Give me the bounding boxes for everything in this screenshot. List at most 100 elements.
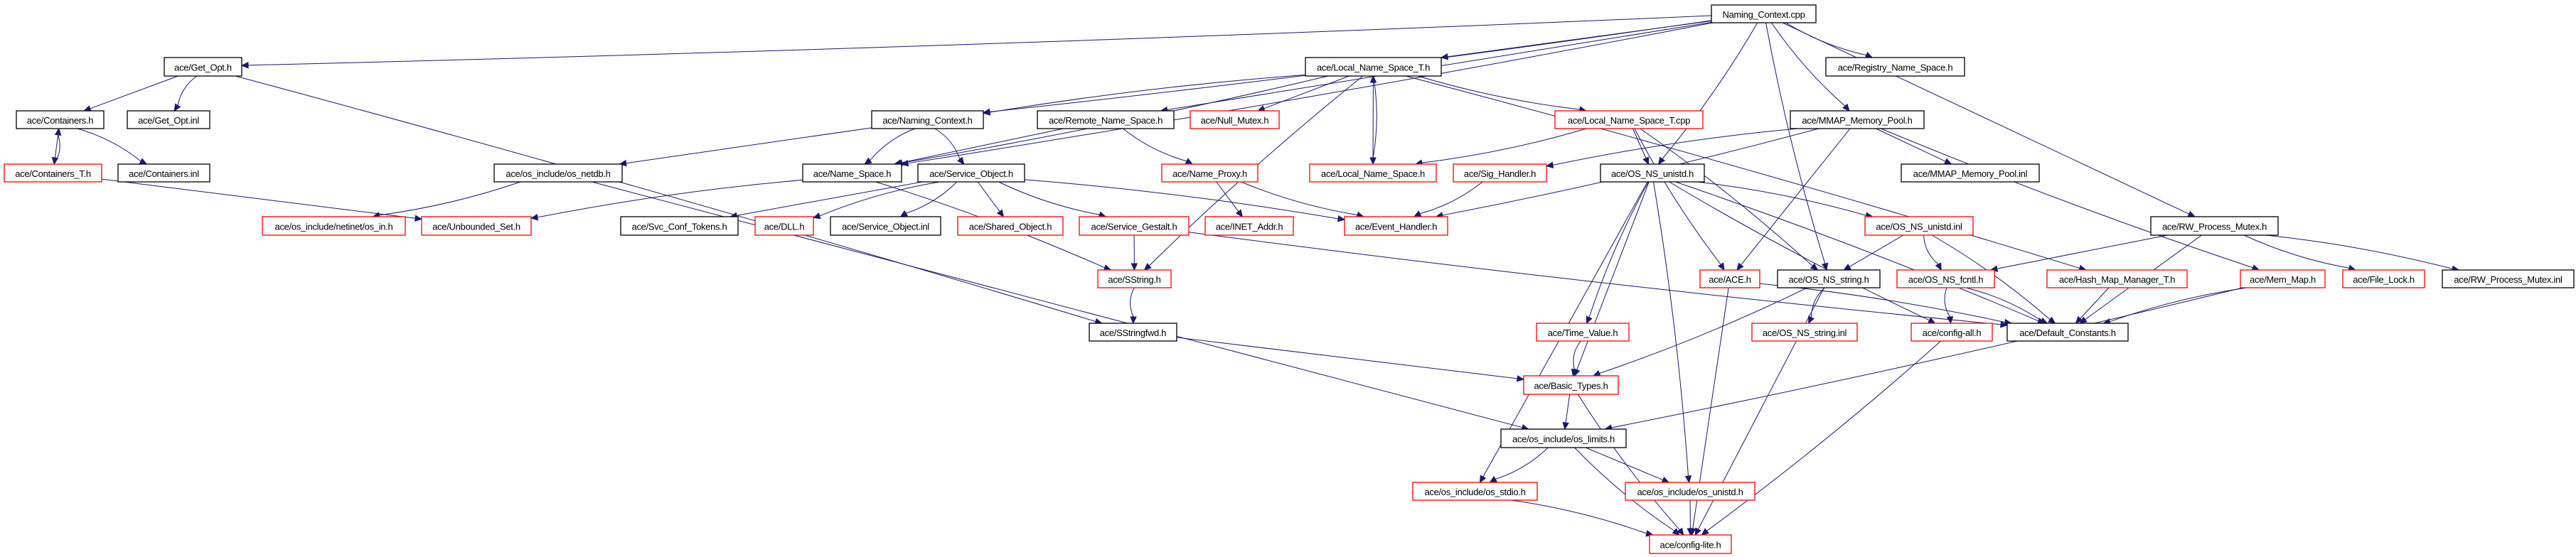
node-box[interactable] (754, 216, 814, 236)
node-box[interactable] (2006, 323, 2129, 342)
node-root[interactable]: Naming_Context.cpp (1711, 4, 1817, 23)
node-box[interactable] (1901, 163, 2040, 183)
node-box[interactable] (871, 110, 984, 129)
node-box[interactable] (1711, 4, 1817, 23)
node-naming-context-h[interactable]: ace/Naming_Context.h (871, 110, 984, 129)
node-sstringfwd-h[interactable]: ace/SStringfwd.h (1089, 323, 1177, 342)
node-rw-process-mutex-h[interactable]: ace/RW_Process_Mutex.h (2150, 216, 2279, 236)
node-os-ns-unistd-h[interactable]: ace/OS_NS_unistd.h (1600, 163, 1705, 183)
node-box[interactable] (1523, 375, 1619, 395)
node-box[interactable] (2342, 269, 2425, 288)
node-os-stdio-h[interactable]: ace/os_include/os_stdio.h (1412, 482, 1538, 501)
node-box[interactable] (1536, 323, 1630, 342)
node-box[interactable] (1751, 323, 1858, 342)
node-box[interactable] (421, 216, 532, 236)
node-name-proxy-h[interactable]: ace/Name_Proxy.h (1161, 163, 1258, 183)
node-svc-conf-tokens-h[interactable]: ace/Svc_Conf_Tokens.h (620, 216, 739, 236)
node-mem-map-h[interactable]: ace/Mem_Map.h (2240, 269, 2326, 288)
node-default-constants-h[interactable]: ace/Default_Constants.h (2006, 323, 2129, 342)
node-box[interactable] (493, 163, 623, 183)
node-remote-ns-h[interactable]: ace/Remote_Name_Space.h (1037, 110, 1175, 129)
node-box[interactable] (1190, 110, 1280, 129)
node-box[interactable] (1790, 110, 1925, 129)
node-box[interactable] (917, 163, 1025, 183)
node-service-object-inl[interactable]: ace/Service_Object.inl (830, 216, 941, 236)
node-os-in-h[interactable]: ace/os_include/netinet/os_in.h (262, 216, 406, 236)
node-registry-ns-h[interactable]: ace/Registry_Name_Space.h (1825, 57, 1965, 77)
node-mmap-pool-h[interactable]: ace/MMAP_Memory_Pool.h (1790, 110, 1925, 129)
node-basic-types-h[interactable]: ace/Basic_Types.h (1523, 375, 1619, 395)
node-ace-h[interactable]: ace/ACE.h (1699, 269, 1760, 288)
node-file-lock-h[interactable]: ace/File_Lock.h (2342, 269, 2425, 288)
node-containers-t-h[interactable]: ace/Containers_T.h (4, 163, 102, 183)
node-box[interactable] (1625, 482, 1755, 501)
node-box[interactable] (830, 216, 941, 236)
node-box[interactable] (620, 216, 739, 236)
node-box[interactable] (1161, 163, 1258, 183)
node-os-ns-string-inl[interactable]: ace/OS_NS_string.inl (1751, 323, 1858, 342)
node-box[interactable] (1097, 269, 1172, 288)
node-box[interactable] (1649, 534, 1732, 554)
node-box[interactable] (4, 163, 102, 183)
node-local-ns-t-h[interactable]: ace/Local_Name_Space_T.h (1305, 57, 1442, 77)
node-box[interactable] (957, 216, 1064, 236)
node-box[interactable] (2240, 269, 2326, 288)
node-dll-h[interactable]: ace/DLL.h (754, 216, 814, 236)
node-os-ns-unistd-inl[interactable]: ace/OS_NS_unistd.inl (1864, 216, 1974, 236)
node-containers-h[interactable]: ace/Containers.h (16, 110, 105, 129)
node-box[interactable] (1777, 269, 1881, 288)
node-local-ns-t-cpp[interactable]: ace/Local_Name_Space_T.cpp (1554, 110, 1704, 129)
node-os-ns-string-h[interactable]: ace/OS_NS_string.h (1777, 269, 1881, 288)
node-os-ns-fcntl-h[interactable]: ace/OS_NS_fcntl.h (1896, 269, 1995, 288)
node-box[interactable] (1864, 216, 1974, 236)
node-box[interactable] (1089, 323, 1177, 342)
node-box[interactable] (1204, 216, 1294, 236)
node-event-handler-h[interactable]: ace/Event_Handler.h (1344, 216, 1448, 236)
node-box[interactable] (1079, 216, 1190, 236)
node-rw-process-mutex-inl[interactable]: ace/RW_Process_Mutex.inl (2442, 269, 2575, 288)
node-box[interactable] (1825, 57, 1965, 77)
node-os-netdb-h[interactable]: ace/os_include/os_netdb.h (493, 163, 623, 183)
node-containers-inl[interactable]: ace/Containers.inl (117, 163, 210, 183)
node-service-gestalt-h[interactable]: ace/Service_Gestalt.h (1079, 216, 1190, 236)
node-box[interactable] (262, 216, 406, 236)
node-config-all-h[interactable]: ace/config-all.h (1910, 323, 1993, 342)
node-service-object-h[interactable]: ace/Service_Object.h (917, 163, 1025, 183)
node-unbounded-set-h[interactable]: ace/Unbounded_Set.h (421, 216, 532, 236)
node-box[interactable] (1453, 163, 1547, 183)
node-box[interactable] (1309, 163, 1437, 183)
node-box[interactable] (2150, 216, 2279, 236)
node-box[interactable] (2442, 269, 2575, 288)
node-box[interactable] (1305, 57, 1442, 77)
node-box[interactable] (1910, 323, 1993, 342)
node-os-limits-h[interactable]: ace/os_include/os_limits.h (1500, 428, 1627, 448)
node-os-unistd-h[interactable]: ace/os_include/os_unistd.h (1625, 482, 1755, 501)
node-inet-addr-h[interactable]: ace/INET_Addr.h (1204, 216, 1294, 236)
node-get-opt-inl[interactable]: ace/Get_Opt.inl (127, 110, 210, 129)
node-config-lite-h[interactable]: ace/config-lite.h (1649, 534, 1732, 554)
node-box[interactable] (1412, 482, 1538, 501)
node-name-space-h[interactable]: ace/Name_Space.h (802, 163, 902, 183)
node-box[interactable] (16, 110, 105, 129)
node-box[interactable] (1037, 110, 1175, 129)
node-sstring-h[interactable]: ace/SString.h (1097, 269, 1172, 288)
node-box[interactable] (1500, 428, 1627, 448)
node-box[interactable] (802, 163, 902, 183)
node-box[interactable] (2046, 269, 2188, 288)
node-sig-handler-h[interactable]: ace/Sig_Handler.h (1453, 163, 1547, 183)
node-box[interactable] (127, 110, 210, 129)
node-shared-object-h[interactable]: ace/Shared_Object.h (957, 216, 1064, 236)
node-box[interactable] (1896, 269, 1995, 288)
node-null-mutex-h[interactable]: ace/Null_Mutex.h (1190, 110, 1280, 129)
node-box[interactable] (117, 163, 210, 183)
node-box[interactable] (1600, 163, 1705, 183)
node-get-opt-h[interactable]: ace/Get_Opt.h (164, 57, 242, 77)
node-box[interactable] (164, 57, 242, 77)
node-local-ns-h[interactable]: ace/Local_Name_Space.h (1309, 163, 1437, 183)
node-box[interactable] (1344, 216, 1448, 236)
node-time-value-h[interactable]: ace/Time_Value.h (1536, 323, 1630, 342)
node-hash-map-manager-t-h[interactable]: ace/Hash_Map_Manager_T.h (2046, 269, 2188, 288)
node-box[interactable] (1699, 269, 1760, 288)
node-box[interactable] (1554, 110, 1704, 129)
node-mmap-pool-inl[interactable]: ace/MMAP_Memory_Pool.inl (1901, 163, 2040, 183)
